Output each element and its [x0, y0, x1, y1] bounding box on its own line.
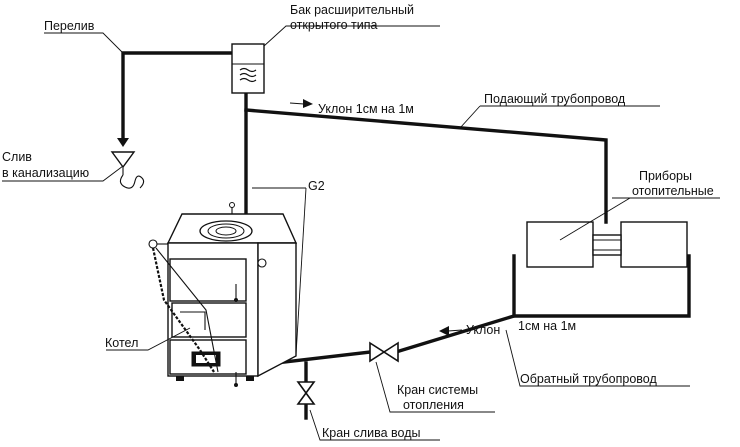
slope-top-label: Уклон 1см на 1м — [318, 102, 414, 116]
tank-label-line1: Бак расширительный — [290, 3, 414, 17]
g2-label: G2 — [308, 179, 325, 193]
labels: Перелив Бак расширительный открытого тип… — [2, 3, 714, 440]
drain-label-line1: Слив — [2, 150, 32, 164]
slope-bottom-label-1: Уклон — [466, 323, 500, 337]
radiators-label-line1: Приборы — [639, 169, 692, 183]
expansion-tank — [231, 43, 265, 94]
sewer-drain-funnel — [110, 138, 145, 189]
boiler-label: Котел — [105, 336, 138, 350]
radiators — [526, 221, 688, 268]
drain-label-line2: в канализацию — [2, 166, 89, 180]
supply-pipe — [244, 108, 608, 224]
slope-bottom-label-2: 1см на 1м — [518, 319, 576, 333]
pipes — [121, 51, 691, 420]
overflow-pipe — [121, 51, 234, 142]
tank-label-line2: открытого типа — [290, 18, 378, 32]
water-drain-valve — [296, 381, 316, 405]
overflow-label: Перелив — [44, 19, 95, 33]
flow-arrows — [289, 99, 463, 336]
return-pipe-label: Обратный трубопровод — [520, 372, 657, 386]
return-pipe — [512, 254, 691, 318]
boiler — [148, 202, 298, 387]
heating-valve — [369, 341, 399, 363]
heating-valve-label-line1: Кран системы — [397, 383, 478, 397]
supply-pipe-label: Подающий трубопровод — [484, 92, 626, 106]
water-drain-valve-label: Кран слива воды — [322, 426, 420, 440]
return-boiler-pipe — [274, 350, 372, 365]
radiators-label-line2: отопительные — [632, 184, 714, 198]
return-main-pipe — [393, 313, 517, 355]
heating-valve-label-line2: отопления — [403, 398, 464, 412]
leader-lines — [2, 25, 720, 441]
